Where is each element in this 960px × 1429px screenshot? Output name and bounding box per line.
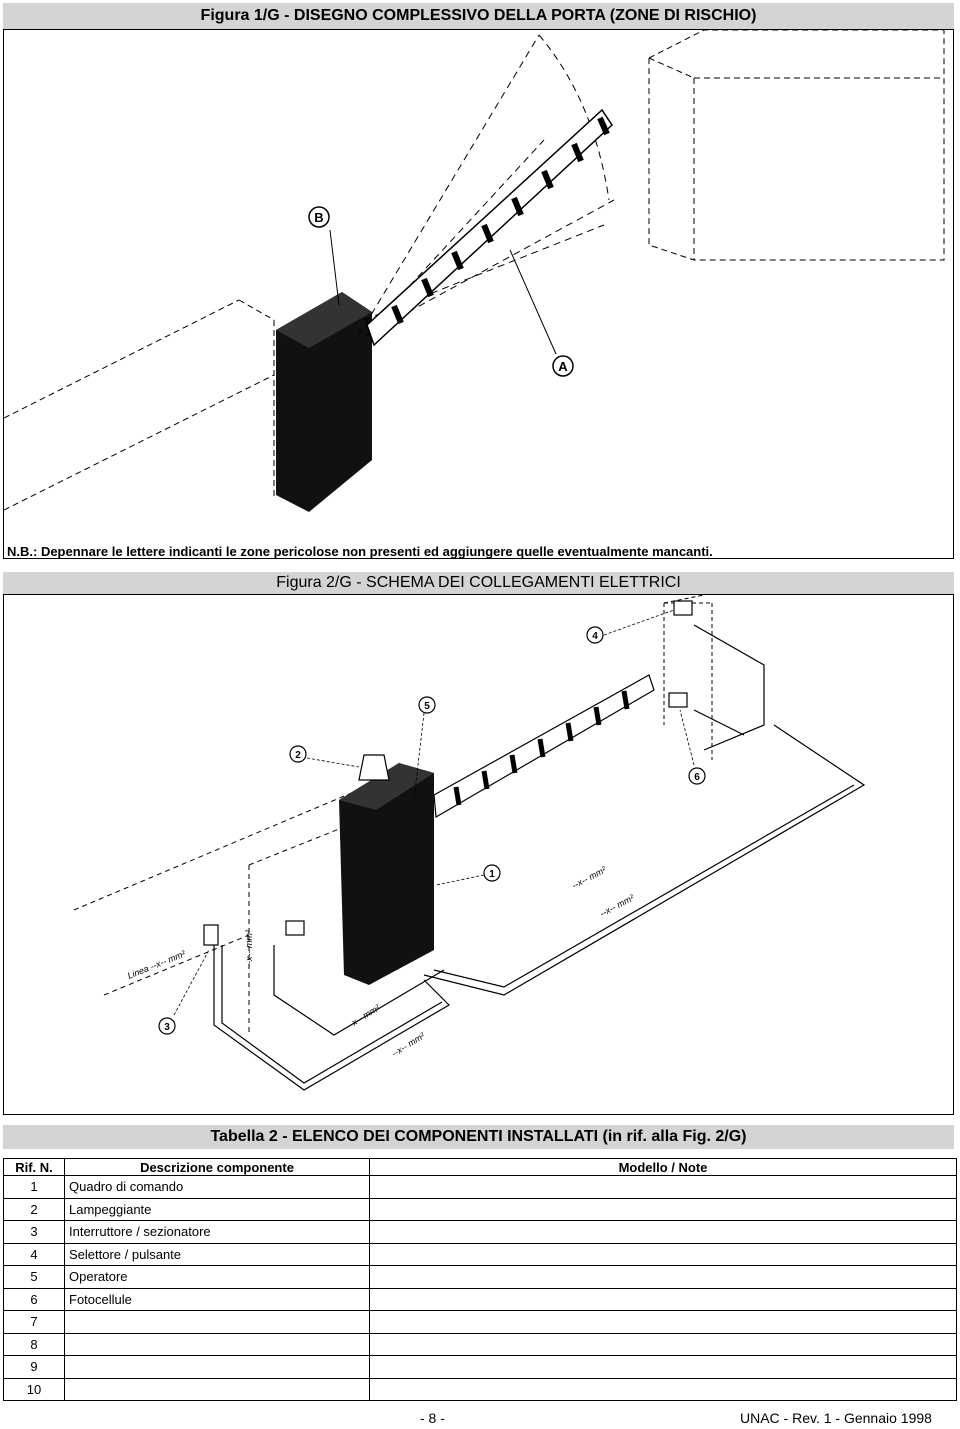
row-ref: 6 <box>3 1287 65 1311</box>
callout-5: 5 <box>418 696 436 714</box>
row-model-notes <box>369 1265 957 1289</box>
table-header-row: Rif. N. Descrizione componente Modello /… <box>3 1158 957 1176</box>
row-model-notes <box>369 1287 957 1311</box>
right-wall <box>648 29 945 261</box>
callout-5-label: 5 <box>424 701 430 712</box>
header-description: Descrizione componente <box>64 1158 370 1176</box>
row-model-notes <box>369 1197 957 1221</box>
callout-3: 3 <box>158 1017 176 1035</box>
row-ref: 1 <box>3 1175 65 1199</box>
table-row: 10 <box>3 1377 957 1401</box>
row-description: Interruttore / sezionatore <box>64 1220 370 1244</box>
left-wall <box>3 299 275 511</box>
marker-b: B <box>308 206 340 306</box>
figure1-frame: B A <box>3 29 954 559</box>
figure2-frame: --x-- mm² --x-- mm² --x-- mm² --x-- mm² … <box>3 594 954 1115</box>
row-model-notes <box>369 1220 957 1244</box>
callout-4-label: 4 <box>592 631 598 642</box>
row-ref: 4 <box>3 1242 65 1266</box>
barrier-drawing: B A <box>3 29 945 512</box>
cable-label: --x-- mm² <box>390 1030 428 1059</box>
row-description: Lampeggiante <box>64 1197 370 1221</box>
barrier-boom <box>366 108 613 347</box>
callout-6-label: 6 <box>694 772 700 783</box>
row-model-notes <box>369 1332 957 1356</box>
row-description <box>64 1355 370 1379</box>
row-ref: 7 <box>3 1310 65 1334</box>
callout-1-label: 1 <box>489 869 495 880</box>
table-title: Tabella 2 - ELENCO DEI COMPONENTI INSTAL… <box>3 1125 954 1149</box>
cable-label: --x-- mm² <box>244 929 254 967</box>
photocell-left <box>285 920 305 936</box>
swing-area <box>358 34 615 336</box>
marker-a-label: A <box>558 359 568 374</box>
callout-6: 6 <box>688 767 706 785</box>
operator-unit <box>339 763 434 985</box>
row-model-notes <box>369 1377 957 1401</box>
gate-post <box>276 292 372 512</box>
barrier-boom <box>433 674 655 818</box>
row-description: Quadro di comando <box>64 1175 370 1199</box>
callout-4: 4 <box>586 626 604 644</box>
cable-label: --x-- mm² <box>345 1002 383 1031</box>
cable-label: --x-- mm² <box>598 892 636 919</box>
row-ref: 9 <box>3 1355 65 1379</box>
line-label: Linea --x-- mm² <box>126 948 188 981</box>
row-description: Operatore <box>64 1265 370 1289</box>
callout-leaders <box>173 609 695 1016</box>
marker-b-label: B <box>314 210 323 225</box>
flasher-lamp <box>358 754 390 781</box>
wiring-diagram: --x-- mm² --x-- mm² --x-- mm² --x-- mm² … <box>73 594 866 1091</box>
callout-2-label: 2 <box>295 750 301 761</box>
row-ref: 3 <box>3 1220 65 1244</box>
table-row: 8 <box>3 1332 957 1356</box>
cable-routes <box>213 624 866 1091</box>
row-description <box>64 1332 370 1356</box>
revision-info: UNAC - Rev. 1 - Gennaio 1998 <box>740 1410 932 1426</box>
figure1-note: N.B.: Depennare le lettere indicanti le … <box>7 544 713 559</box>
right-wall <box>663 594 713 760</box>
figure1-title: Figura 1/G - DISEGNO COMPLESSIVO DELLA P… <box>3 3 954 29</box>
table-row: 7 <box>3 1310 957 1334</box>
row-ref: 2 <box>3 1197 65 1221</box>
row-model-notes <box>369 1355 957 1379</box>
photocell-bottom <box>668 692 688 708</box>
header-ref: Rif. N. <box>3 1158 65 1176</box>
cable-label: --x-- mm² <box>570 864 608 891</box>
callout-3-label: 3 <box>164 1022 170 1033</box>
page-number: - 8 - <box>420 1410 445 1426</box>
row-model-notes <box>369 1242 957 1266</box>
row-ref: 5 <box>3 1265 65 1289</box>
components-table: Rif. N. Descrizione componente Modello /… <box>3 1158 957 1401</box>
row-ref: 8 <box>3 1332 65 1356</box>
header-model-notes: Modello / Note <box>369 1158 957 1176</box>
row-description <box>64 1310 370 1334</box>
row-description: Selettore / pulsante <box>64 1242 370 1266</box>
row-description: Fotocellule <box>64 1287 370 1311</box>
marker-a: A <box>509 249 574 377</box>
row-model-notes <box>369 1310 957 1334</box>
table-row: 9 <box>3 1355 957 1379</box>
row-ref: 10 <box>3 1377 65 1401</box>
figure2-title: Figura 2/G - SCHEMA DEI COLLEGAMENTI ELE… <box>3 572 954 594</box>
selector-switch <box>203 924 219 946</box>
row-model-notes <box>369 1175 957 1199</box>
row-description <box>64 1377 370 1401</box>
callouts: 4 5 2 6 1 3 <box>158 626 706 1035</box>
photocell-top <box>673 600 693 616</box>
ground-lines <box>73 774 395 1035</box>
callout-2: 2 <box>289 745 307 763</box>
callout-1: 1 <box>483 864 501 882</box>
